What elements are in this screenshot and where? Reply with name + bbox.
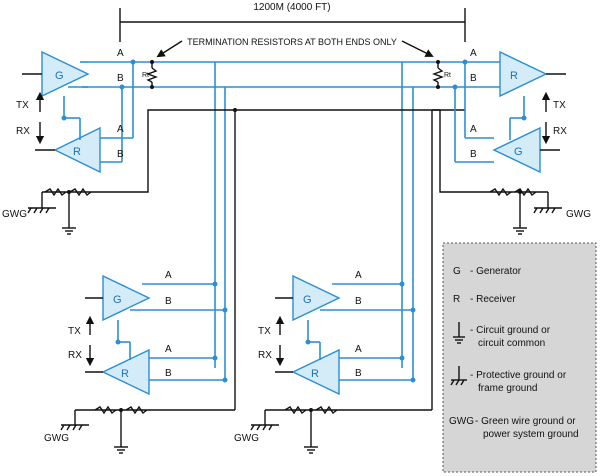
svg-text:B: B — [355, 368, 362, 379]
node-top-left: G R A B A B TX RX Rt — [2, 48, 465, 235]
svg-text:A: A — [117, 48, 124, 59]
svg-text:A: A — [470, 124, 477, 135]
svg-text:R: R — [73, 146, 81, 158]
receiver-icon — [499, 50, 548, 98]
svg-text:A: A — [165, 270, 172, 281]
svg-text:B: B — [470, 73, 477, 84]
legend-text-generator: - Generator — [470, 266, 522, 277]
legend-circuit-ground-icon — [453, 322, 465, 344]
gwg-label: GWG — [234, 433, 259, 444]
legend-symbol-receiver: R — [453, 294, 460, 305]
tx-label: TX — [553, 100, 566, 111]
distance-label: 1200M (4000 FT) — [253, 2, 330, 13]
legend-text-protective-ground-2: frame ground — [478, 383, 537, 394]
tx-label: TX — [258, 326, 271, 337]
legend-symbol-generator: G — [453, 266, 461, 277]
legend-text-receiver: - Receiver — [470, 294, 516, 305]
termination-note: TERMINATION RESISTORS AT BOTH ENDS ONLY — [156, 37, 434, 58]
rx-label: RX — [68, 350, 82, 361]
legend-symbol-gwg: GWG — [449, 416, 474, 427]
svg-text:G: G — [514, 146, 523, 158]
rx-label: RX — [16, 126, 30, 137]
svg-text:B: B — [117, 73, 124, 84]
svg-text:A: A — [117, 124, 124, 135]
generator-icon — [292, 274, 341, 322]
distance-dimension: 1200M (4000 FT) — [119, 2, 466, 42]
legend-box: G - Generator R - Receiver - Circuit gro… — [442, 242, 597, 473]
svg-text:A: A — [470, 48, 477, 59]
svg-text:A: A — [355, 344, 362, 355]
svg-text:A: A — [355, 270, 362, 281]
svg-text:G: G — [113, 294, 122, 306]
resistor-label: Rt — [142, 72, 149, 79]
resistor-label: Rt — [444, 72, 451, 79]
svg-text:G: G — [55, 70, 64, 82]
legend-text-protective-ground-1: - Protective ground or — [470, 370, 567, 381]
svg-text:B: B — [165, 296, 172, 307]
svg-text:B: B — [355, 296, 362, 307]
svg-text:G: G — [303, 294, 312, 306]
legend-text-circuit-ground-2: circuit common — [478, 338, 545, 349]
tx-label: TX — [16, 100, 29, 111]
node-bottom-right: G R A B A B TX RX — [234, 270, 432, 454]
svg-text:B: B — [165, 368, 172, 379]
generator-icon — [41, 50, 90, 98]
gwg-label: GWG — [566, 209, 591, 220]
node-bottom-left: G R A B A B TX RX — [44, 270, 235, 454]
rx-label: RX — [553, 126, 567, 137]
legend-text-circuit-ground-1: - Circuit ground or — [470, 325, 551, 336]
svg-text:B: B — [117, 149, 124, 160]
legend-protective-ground-icon — [450, 366, 467, 386]
legend-text-gwg-2: power system ground — [483, 429, 579, 440]
legend-text-gwg-1: - Green wire ground or — [475, 416, 576, 427]
gwg-label: GWG — [2, 209, 27, 220]
svg-text:A: A — [165, 344, 172, 355]
node-top-right: R G A B A B TX RX Rt — [432, 48, 591, 235]
gwg-label: GWG — [44, 433, 69, 444]
tx-label: TX — [68, 326, 81, 337]
svg-text:R: R — [121, 368, 129, 380]
receiver-icon — [291, 348, 340, 396]
receiver-icon — [53, 126, 101, 174]
rx-label: RX — [258, 350, 272, 361]
svg-text:B: B — [470, 149, 477, 160]
termination-label: TERMINATION RESISTORS AT BOTH ENDS ONLY — [187, 37, 397, 47]
svg-text:R: R — [311, 368, 319, 380]
receiver-icon — [101, 348, 150, 396]
svg-text:R: R — [510, 70, 518, 82]
generator-icon — [102, 274, 151, 322]
